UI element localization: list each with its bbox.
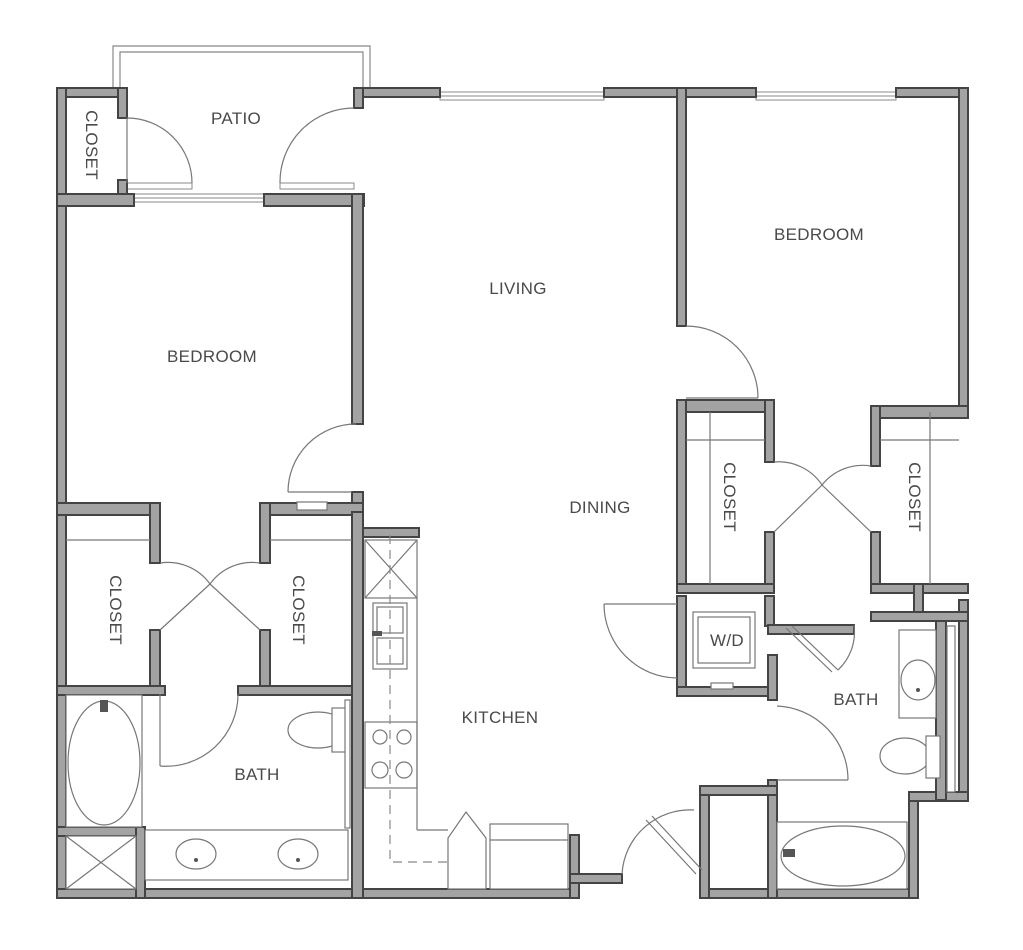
label-closet-entry: CLOSET — [82, 110, 101, 180]
label-bath-left: BATH — [234, 765, 279, 784]
doors — [126, 107, 872, 875]
kitchen-fixtures — [362, 527, 569, 890]
label-patio: PATIO — [211, 109, 261, 128]
closet-shelves — [66, 412, 959, 584]
label-living: LIVING — [489, 279, 547, 298]
left-bath-fixtures — [65, 694, 351, 890]
label-dining: DINING — [569, 498, 630, 517]
washer-dryer — [692, 611, 756, 690]
label-closet-right-b: CLOSET — [905, 462, 924, 532]
walls — [56, 87, 969, 899]
windows — [125, 91, 897, 203]
label-closet-left-a: CLOSET — [106, 575, 125, 645]
room-labels: PATIO CLOSET BEDROOM LIVING BEDROOM DINI… — [82, 109, 924, 784]
label-kitchen: KITCHEN — [462, 708, 539, 727]
label-bath-right: BATH — [833, 690, 878, 709]
label-closet-left-b: CLOSET — [289, 575, 308, 645]
label-bedroom-right: BEDROOM — [774, 225, 864, 244]
label-bedroom-left: BEDROOM — [167, 347, 257, 366]
patio-railing — [112, 45, 371, 88]
label-closet-right-a: CLOSET — [720, 462, 739, 532]
label-wd: W/D — [710, 631, 744, 650]
right-bath-fixtures — [776, 625, 956, 890]
